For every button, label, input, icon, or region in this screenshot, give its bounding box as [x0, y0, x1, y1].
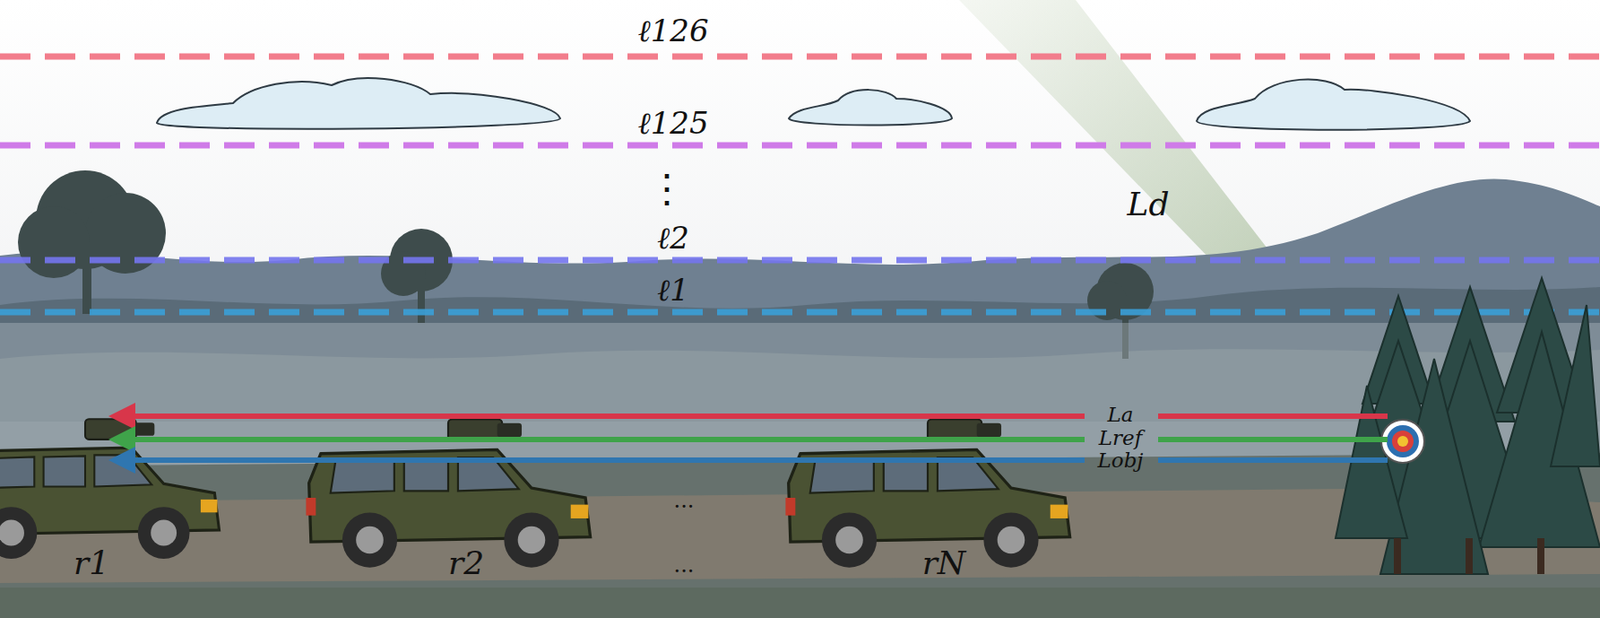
line-label: ℓ125	[637, 107, 709, 139]
ellipsis-mark: ⋮	[647, 168, 687, 208]
line-label: ℓ126	[637, 15, 709, 46]
ellipsis-mark: ...	[674, 489, 695, 511]
line-label: ℓ2	[657, 222, 690, 253]
vehicle-label: r2	[448, 546, 485, 580]
line-label: ℓ1	[657, 274, 690, 305]
beam-label: Ld	[1127, 188, 1170, 221]
ray-label: Lobj	[1098, 449, 1144, 471]
ray-label: Lref	[1098, 427, 1142, 449]
ray-label: La	[1107, 404, 1134, 425]
vehicle-label: rN	[922, 546, 967, 580]
vehicle-label: r1	[73, 546, 110, 580]
ellipsis-mark: ...	[674, 553, 695, 576]
